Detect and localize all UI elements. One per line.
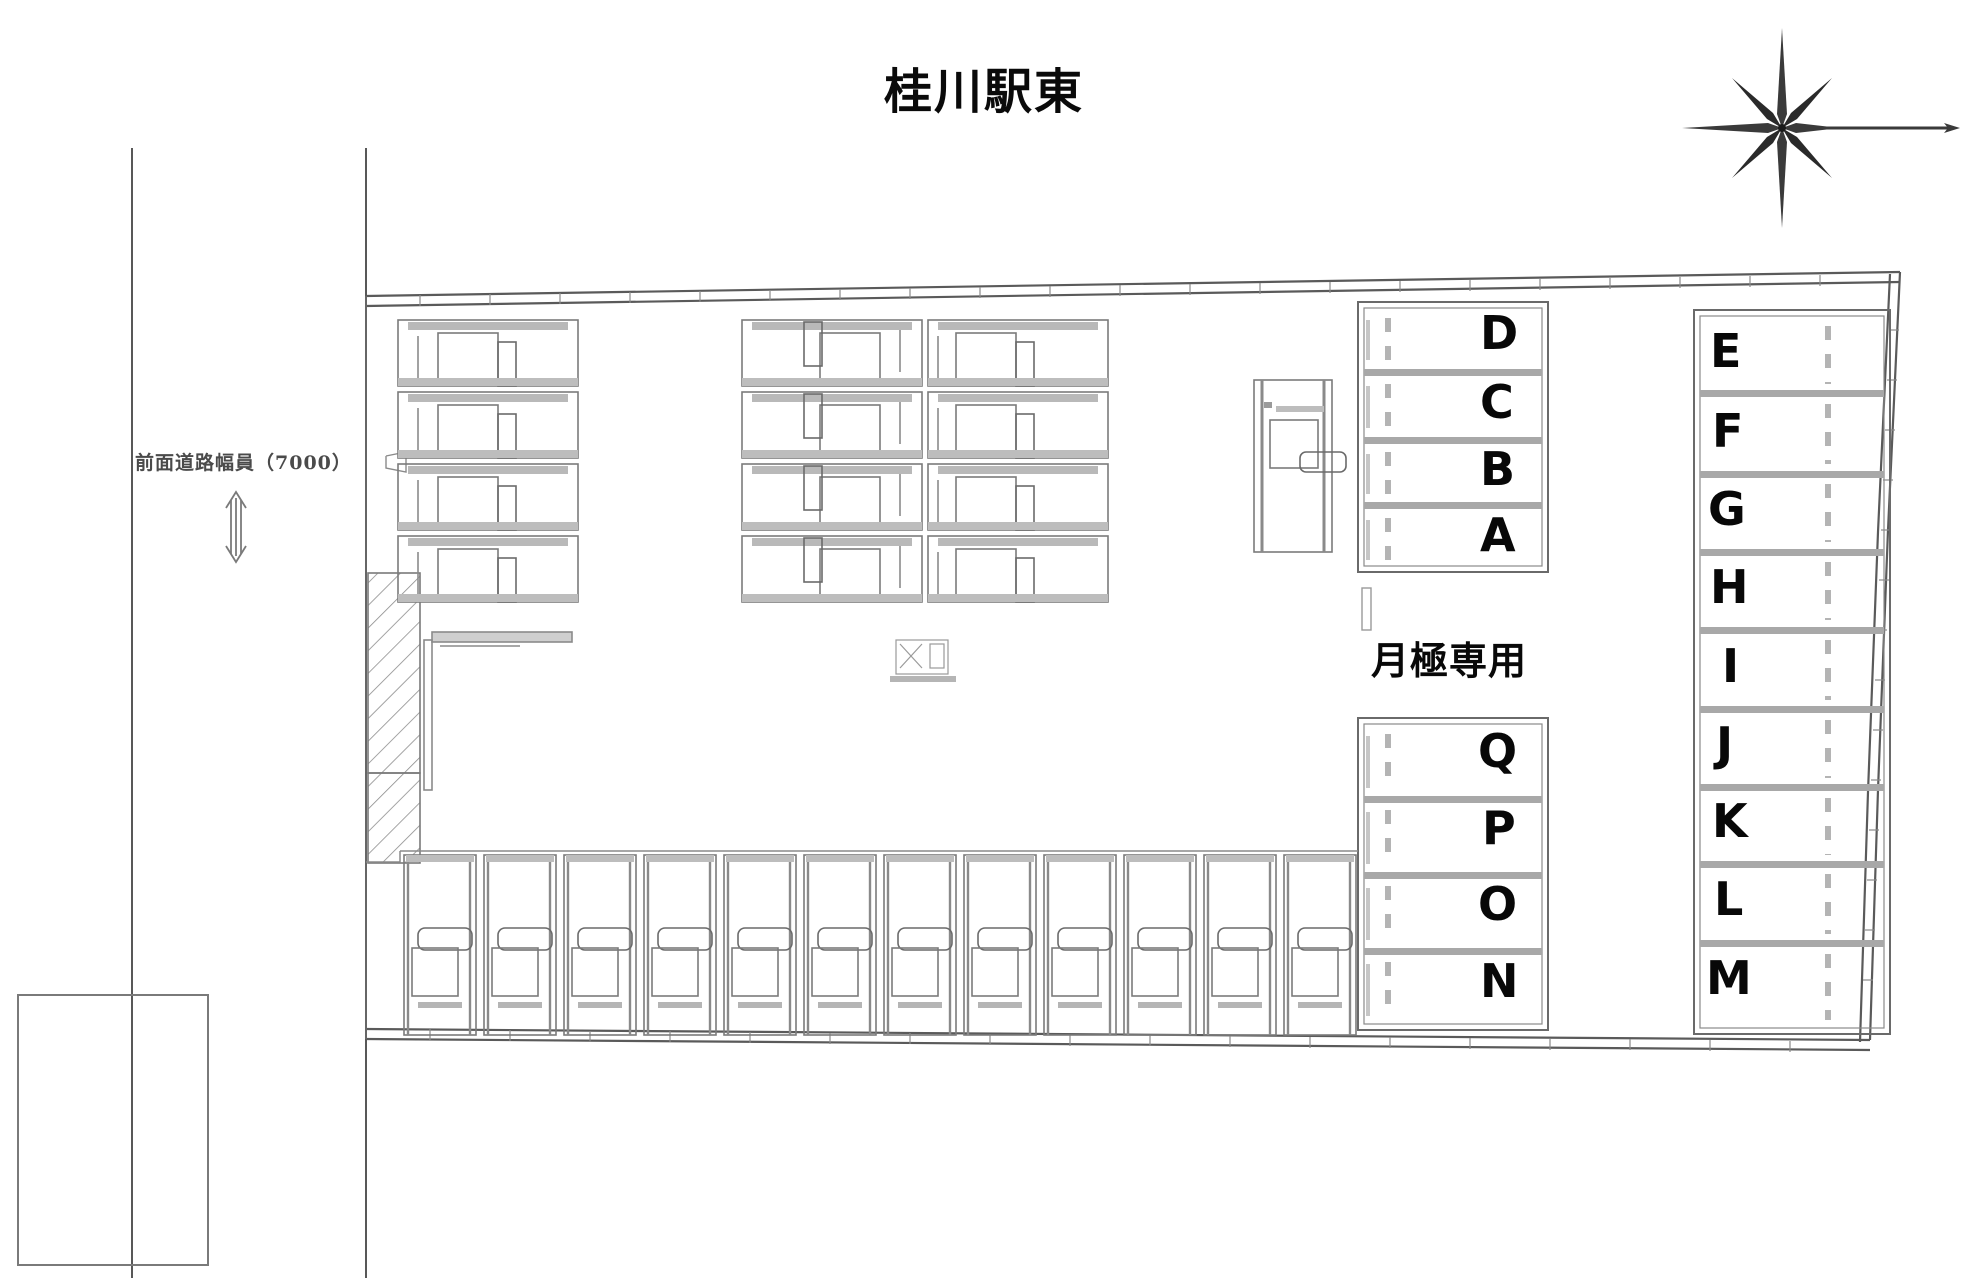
site-boundary-wall-bottom [365,1027,1871,1052]
stacker-bay [403,854,477,1036]
site-boundary-wall-right [1858,271,1902,1043]
page-title: 桂川駅東 [883,64,1084,120]
stall-label-C[interactable]: C [1480,375,1514,429]
stacker-bay [803,854,877,1036]
stall-label-E[interactable]: E [1710,324,1742,378]
stacker-bay [883,854,957,1036]
stall-label-L[interactable]: L [1714,872,1744,926]
stacker-unit [741,463,923,531]
stall-label-N[interactable]: N [1480,954,1519,1008]
stacker-unit [927,319,1109,387]
stall-column-inner-upper [1357,301,1549,573]
equipment-detail-marker [890,639,956,682]
stacker-unit [741,319,923,387]
stacker-bay [963,854,1037,1036]
upper-middle-right-stacker-group [927,319,1109,603]
stacker-unit [741,535,923,603]
bay-row-corner-connector [366,851,401,863]
stacker-unit [927,535,1109,603]
stall-label-B[interactable]: B [1480,442,1516,496]
stacker-access-aisle [423,631,573,791]
monthly-only-label: 月極専用 [1371,639,1528,683]
stacker-bay [483,854,557,1036]
gate-marker-left [385,451,407,473]
front-road-corridor [131,148,367,1278]
stacker-unit [927,391,1109,459]
stacker-unit [397,319,579,387]
stacker-unit [397,535,579,603]
inner-column-divider-tick [1361,587,1372,631]
stacker-bay [563,854,637,1036]
road-width-dimension-arrow [225,490,247,564]
stall-label-I[interactable]: I [1722,639,1740,693]
stacker-unit [397,391,579,459]
stall-label-K[interactable]: K [1712,794,1748,848]
stall-column-inner-lower [1357,717,1549,1031]
stall-label-P[interactable]: P [1482,801,1516,855]
stacker-bay [723,854,797,1036]
stacker-unit [741,391,923,459]
stacker-unit [927,463,1109,531]
stall-label-F[interactable]: F [1712,404,1744,458]
stall-label-O[interactable]: O [1478,877,1518,931]
center-single-stacker [1253,379,1347,553]
stall-label-M[interactable]: M [1706,951,1752,1005]
stacker-bay [1203,854,1277,1036]
stall-label-J[interactable]: J [1716,717,1734,771]
front-road-width-label: 前面道路幅員（7000） [135,452,352,474]
hatched-ramp-area [367,572,421,864]
upper-middle-left-stacker-group [741,319,923,603]
stall-label-H[interactable]: H [1710,560,1749,614]
stall-label-Q[interactable]: Q [1478,724,1518,778]
site-boundary-wall-top [365,270,1901,308]
stacker-bay [643,854,717,1036]
stacker-bay [1283,854,1357,1036]
adjacent-building-outline [17,994,209,1266]
stall-label-A[interactable]: A [1480,508,1516,562]
stall-label-G[interactable]: G [1708,482,1746,536]
stacker-bay [1043,854,1117,1036]
stacker-bay [1123,854,1197,1036]
stall-label-D[interactable]: D [1480,306,1519,360]
upper-left-stacker-group [397,319,579,791]
stacker-unit [397,463,579,531]
bottom-stacker-row [400,850,1358,1036]
